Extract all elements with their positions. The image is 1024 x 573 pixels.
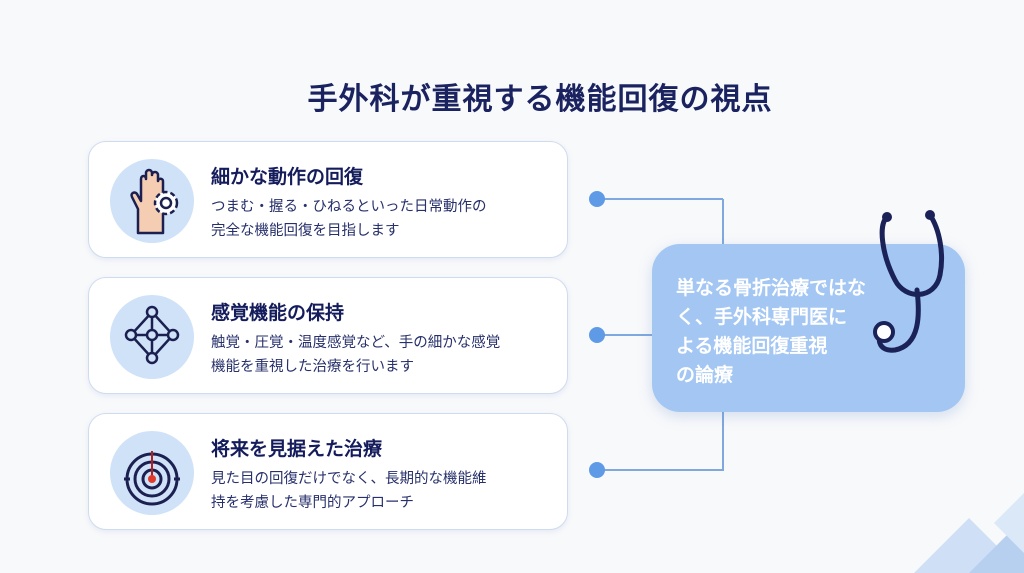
network-icon bbox=[110, 295, 194, 379]
connector-dot bbox=[589, 327, 605, 343]
card-title: 細かな動作の回復 bbox=[211, 166, 364, 188]
card-title: 将来を見据えた治療 bbox=[211, 438, 383, 460]
card-title: 感覚機能の保持 bbox=[211, 302, 345, 324]
card-future: 将来を見据えた治療 見た目の回復だけでなく、長期的な機能維持を考慮した専門的アプ… bbox=[88, 413, 568, 530]
connector-line bbox=[600, 198, 723, 200]
target-icon bbox=[110, 431, 194, 515]
decorative-shapes bbox=[914, 493, 1024, 573]
card-sensory: 感覚機能の保持 触覚・圧覚・温度感覚など、手の細かな感覚機能を重視した治療を行い… bbox=[88, 277, 568, 394]
stethoscope-icon bbox=[873, 210, 945, 353]
card-description: 触覚・圧覚・温度感覚など、手の細かな感覚機能を重視した治療を行います bbox=[211, 335, 501, 375]
card-description: 見た目の回復だけでなく、長期的な機能維持を考慮した専門的アプローチ bbox=[211, 471, 487, 511]
summary-box: 単なる骨折治療ではなく、手外科専門医による機能回復重視の論療 bbox=[652, 244, 965, 412]
connector-dot bbox=[589, 191, 605, 207]
connector-line bbox=[600, 469, 723, 471]
connector-dot bbox=[589, 462, 605, 478]
card-description: つまむ・握る・ひねるといった日常動作の完全な機能回復を目指します bbox=[211, 199, 487, 239]
hand-gear-icon bbox=[110, 159, 194, 243]
page-title: 手外科が重視する機能回復の視点 bbox=[307, 82, 773, 117]
summary-text: 単なる骨折治療ではなく、手外科専門医による機能回復重視の論療 bbox=[676, 277, 867, 386]
card-fine-motion: 細かな動作の回復 つまむ・握る・ひねるといった日常動作の完全な機能回復を目指しま… bbox=[88, 141, 568, 258]
